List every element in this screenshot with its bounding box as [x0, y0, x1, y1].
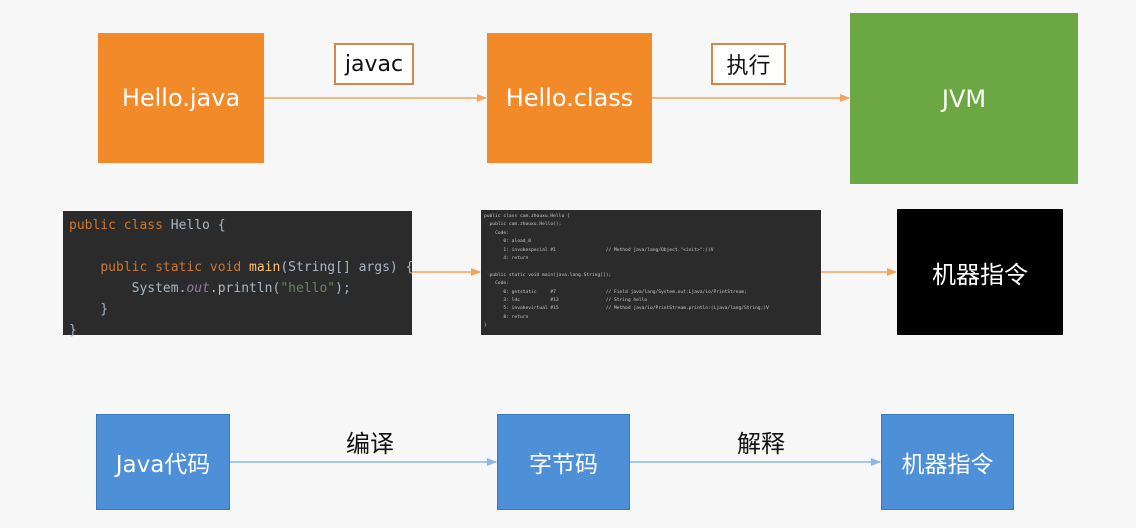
hello-java-box: Hello.java [98, 33, 264, 163]
bytecode-line: } [484, 323, 487, 329]
hello-class-text: Hello.class [505, 84, 634, 112]
bytecode-line: public class com.zhouxu.Hello { [484, 214, 570, 219]
machine-instructions-box: 机器指令 [897, 209, 1063, 335]
bytecode-line: 1: invokespecial #1 // Method java/lang/… [484, 247, 714, 253]
bytecode-line: 0: aload_0 [484, 239, 532, 245]
jvm-text: JVM [941, 84, 987, 113]
java-source-code-panel: public class Hello { public static void … [63, 211, 414, 338]
bytecode-text: 字节码 [529, 452, 598, 478]
javac-text: javac [344, 51, 404, 77]
bytecode-line: 0: getstatic #7 // Field java/lang/Syste… [484, 289, 747, 295]
java-code-text: Java代码 [115, 452, 211, 478]
code-line: public class Hello { [69, 218, 226, 233]
bytecode-line: public static void main(java.lang.String… [484, 272, 612, 278]
code-line: } [69, 323, 77, 338]
javac-label: javac [334, 43, 414, 85]
machine-code-box: 机器指令 [881, 414, 1014, 510]
bytecode-line: 3: ldc #13 // String hello [484, 298, 648, 304]
bytecode-line: Code: [484, 281, 509, 287]
code-line: System.out.println("hello"); [69, 281, 351, 296]
bytecode-line: Code: [484, 230, 509, 236]
compile-label: 编译 [346, 430, 394, 458]
interpret-label: 解释 [737, 430, 785, 458]
bytecode-line [484, 263, 818, 271]
machine-instructions-text: 机器指令 [932, 260, 1028, 289]
bytecode-line: public com.zhouxu.Hello(); [484, 222, 562, 228]
code-line: public static void main(String[] args) { [100, 260, 414, 275]
execute-label: 执行 [711, 43, 786, 85]
bytecode-line: 4: return [484, 256, 529, 262]
execute-text: 执行 [726, 54, 771, 79]
code-line [69, 236, 406, 257]
jvm-box: JVM [850, 13, 1078, 184]
java-code-box: Java代码 [96, 414, 230, 510]
machine-code-text: 机器指令 [901, 452, 994, 478]
hello-class-box: Hello.class [487, 33, 652, 163]
bytecode-line: 8: return [484, 314, 529, 320]
code-line: } [69, 302, 109, 317]
hello-java-text: Hello.java [121, 84, 241, 112]
bytecode-box: 字节码 [497, 414, 630, 510]
bytecode-panel: public class com.zhouxu.Hello { public c… [481, 210, 821, 335]
bytecode-line: 5: invokevirtual #15 // Method java/io/P… [484, 306, 769, 312]
